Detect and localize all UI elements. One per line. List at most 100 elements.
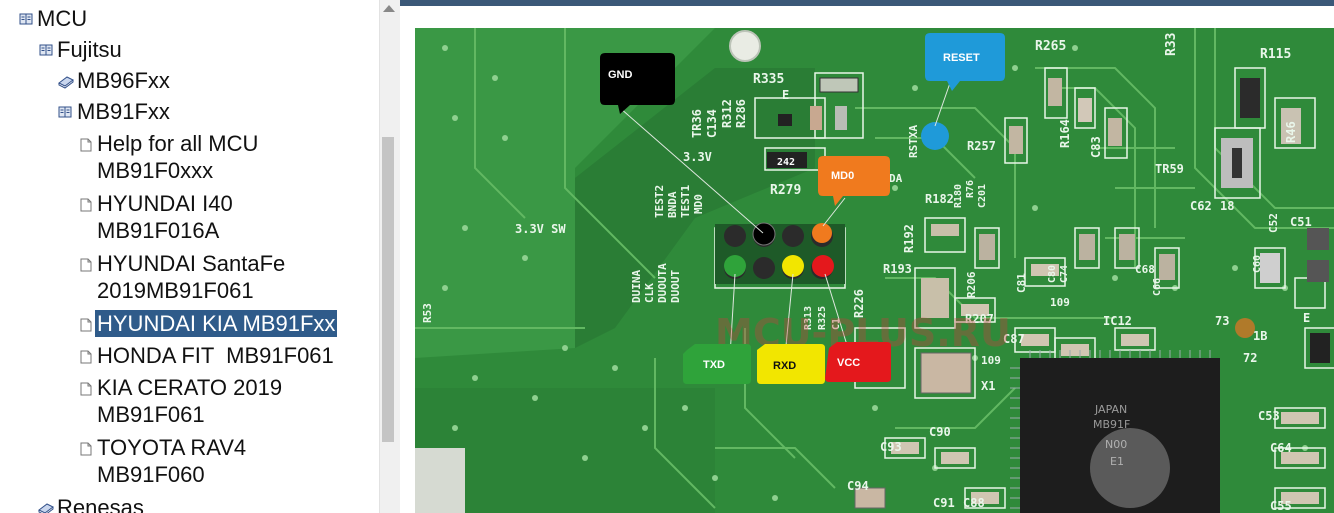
silk-label: TR36 xyxy=(690,109,704,138)
silk-label: C68 xyxy=(1135,263,1155,276)
silk-label: C93 xyxy=(880,440,902,454)
silk-label: TR59 xyxy=(1155,162,1184,176)
tree-leaf-label-line2: 2019MB91F061 xyxy=(97,278,254,303)
book-closed-icon xyxy=(58,68,74,89)
tree-leaf-hyundai-santafe[interactable]: HYUNDAI SantaFe 2019MB91F061 xyxy=(80,250,287,304)
tree-node-label: Renesas xyxy=(57,495,144,513)
tree-leaf-help-all-mcu[interactable]: Help for all MCU MB91F0xxx xyxy=(80,130,260,184)
tree-leaf-label-selected: HYUNDAI KIA MB91Fxx xyxy=(95,310,338,337)
chip-marking-area xyxy=(1090,428,1170,508)
page-icon xyxy=(80,375,94,396)
content-top-border xyxy=(400,0,1334,6)
callout-md0: MD0 xyxy=(818,156,890,206)
silk-label: C90 xyxy=(929,425,951,439)
tree-node-label: MB91Fxx xyxy=(77,99,170,124)
page-icon xyxy=(80,435,94,456)
silk-label: C83 xyxy=(1089,136,1103,158)
silk-label: 242 xyxy=(777,157,795,168)
silk-label: TEST1 xyxy=(679,185,692,218)
callout-vcc: VCC xyxy=(825,342,891,382)
silk-label: 18 xyxy=(1220,199,1234,213)
book-open-icon xyxy=(19,6,33,25)
silk-label: C62 xyxy=(1190,199,1212,213)
tree-leaf-label: Help for all MCU xyxy=(97,131,259,156)
book-closed-icon xyxy=(38,495,54,513)
pin-reset-dot xyxy=(921,122,949,150)
chip-marking: E1 xyxy=(1110,455,1124,468)
pin-md0-dot xyxy=(812,223,832,243)
silk-label: 3.3V SW xyxy=(515,222,566,236)
tree-leaf-label-line2: MB91F061 xyxy=(97,402,205,427)
silk-label: R76 xyxy=(965,180,976,198)
silk-label: DA xyxy=(889,172,903,185)
silk-label: R312 xyxy=(720,99,734,128)
page-icon xyxy=(80,191,94,212)
smd-components xyxy=(767,77,1330,509)
silk-label: R226 xyxy=(852,289,866,318)
scrollbar-thumb[interactable] xyxy=(382,137,394,442)
silk-label: R53 xyxy=(421,303,434,323)
tree-node-fujitsu[interactable]: Fujitsu xyxy=(39,36,124,63)
silk-label: 1B xyxy=(1253,329,1267,343)
silk-label: R115 xyxy=(1260,47,1291,62)
silk-label: C80 xyxy=(1047,265,1058,283)
silk-label: C134 xyxy=(705,109,719,138)
tree-leaf-label: HONDA FIT MB91F061 xyxy=(97,343,334,368)
mounting-post xyxy=(729,30,761,62)
tree-leaf-label-line2: MB91F0xxx xyxy=(97,158,214,183)
tree-view[interactable]: MCU Fujitsu MB96Fxx MB91Fxx Help for all… xyxy=(0,0,379,513)
chip-marking: N00 xyxy=(1105,438,1127,451)
silk-label: C201 xyxy=(977,184,988,208)
callout-md0-label: MD0 xyxy=(831,170,854,182)
tree-node-renesas[interactable]: Renesas xyxy=(38,494,146,513)
callout-reset-label: RESET xyxy=(943,52,980,64)
silk-label: IC12 xyxy=(1103,314,1132,328)
silk-label: R286 xyxy=(734,99,748,128)
silk-label: R180 xyxy=(953,184,964,208)
silk-label: C53 xyxy=(1258,409,1280,423)
scroll-up-arrow-icon[interactable] xyxy=(383,5,395,12)
silk-label: TEST2 xyxy=(653,185,666,218)
tree-node-label: MB96Fxx xyxy=(77,68,170,93)
tree-leaf-toyota-rav4[interactable]: TOYOTA RAV4 MB91F060 xyxy=(80,434,248,488)
silk-label: R33 xyxy=(1164,33,1179,56)
pin-txd-dot xyxy=(724,255,746,277)
tree-leaf-hyundai-kia-mb91fxx[interactable]: HYUNDAI KIA MB91Fxx xyxy=(80,310,338,337)
tree-node-label: Fujitsu xyxy=(57,37,122,62)
chip-pins xyxy=(1010,350,1211,509)
content-pane: R335 E 242 R265 R115 R33 TR36 C134 R312 … xyxy=(400,0,1334,513)
silk-label: C91 xyxy=(933,496,955,510)
page-icon xyxy=(80,343,94,364)
tree-node-mcu[interactable]: MCU xyxy=(19,5,89,32)
silk-label: C60 xyxy=(1252,255,1263,273)
silk-label: E xyxy=(1303,311,1310,325)
callout-reset: RESET xyxy=(925,33,1005,91)
silk-label: 72 xyxy=(1243,351,1257,365)
silk-label: C87 xyxy=(1003,332,1025,346)
tree-leaf-label: TOYOTA RAV4 xyxy=(97,435,247,460)
book-open-icon xyxy=(58,99,72,118)
silk-label: 3.3V xyxy=(683,150,712,164)
silk-label: R325 xyxy=(817,306,828,330)
silk-label: R207 xyxy=(965,312,994,326)
tree-leaf-label: HYUNDAI SantaFe xyxy=(97,251,286,276)
tree-leaf-hyundai-i40[interactable]: HYUNDAI I40 MB91F016A xyxy=(80,190,235,244)
tree-leaf-honda-fit[interactable]: HONDA FIT MB91F061 xyxy=(80,342,336,369)
tree-leaf-kia-cerato[interactable]: KIA CERATO 2019 MB91F061 xyxy=(80,374,284,428)
silk-label: R257 xyxy=(967,139,996,153)
silk-label: CLK xyxy=(643,283,656,303)
callout-lines xyxy=(619,82,951,359)
tree-node-mb91fxx[interactable]: MB91Fxx xyxy=(58,98,172,125)
pin-gnd-dot xyxy=(752,222,776,246)
tree-node-label: MCU xyxy=(37,6,88,31)
silk-label: RSTXA xyxy=(907,125,920,158)
page-icon xyxy=(80,251,94,272)
silk-label: C1 xyxy=(831,318,842,330)
silk-label: E xyxy=(782,88,789,102)
silk-label: DUOUT xyxy=(669,270,682,303)
tree-scrollbar[interactable] xyxy=(379,0,400,513)
chip-marking: MB91F xyxy=(1093,418,1130,431)
silk-label: R192 xyxy=(902,224,916,253)
tree-node-mb96fxx[interactable]: MB96Fxx xyxy=(58,67,172,94)
silk-label: 109 xyxy=(1050,296,1070,309)
